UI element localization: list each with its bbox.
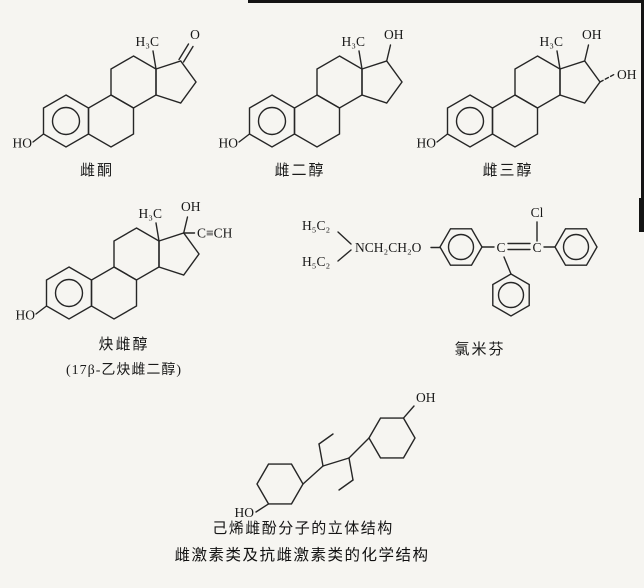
aromatic-circle: [497, 281, 525, 309]
phenol-label: HO: [219, 136, 239, 151]
hydroxyl-16-stereo-bond: [599, 73, 615, 83]
phenol-label: HO: [13, 136, 33, 151]
estradiol-skeleton: [238, 44, 403, 148]
methyl-label: H₃C: [136, 34, 159, 49]
lower-phenyl-bond: [503, 256, 512, 275]
ethinylestradiol-structure: H₃C OH C≡CH HO: [16, 199, 233, 323]
phenol-label: HO: [417, 136, 437, 151]
ethinylestradiol-skeleton: [35, 216, 200, 320]
phenol-bond: [35, 305, 48, 315]
upper-benzene-ring: [368, 417, 416, 459]
benzene-ring-a: [248, 94, 296, 148]
ring-c: [110, 55, 157, 109]
ring-d: [559, 60, 601, 104]
hydroxyl-17-label: OH: [582, 27, 602, 42]
hydroxyl-17-label: OH: [181, 199, 201, 214]
ethyl-upper-label: H₅C₂: [302, 218, 330, 233]
hydroxyl-17-bond: [182, 216, 189, 234]
scan-edge-right: [641, 0, 644, 232]
ring-b: [90, 266, 138, 320]
aromatic-circle: [562, 233, 590, 261]
des-caption: 己烯雌酚分子的立体结构: [212, 521, 394, 537]
benzene-ring-a: [45, 266, 93, 320]
chlorine-label: Cl: [531, 205, 544, 220]
aromatic-circle: [447, 233, 475, 261]
benzene-ring-a: [446, 94, 494, 148]
ketone-double-bond-2: [182, 45, 194, 63]
clomiphene-bonds: [337, 221, 598, 317]
methyl-label: H₃C: [540, 34, 563, 49]
hydroxyl-label: OH: [416, 390, 436, 405]
ring-d: [158, 232, 200, 276]
ethinylestradiol-name-label: 炔雌醇: [98, 337, 150, 353]
diethylstilbestrol-structure: HO OH: [235, 390, 436, 520]
lower-benzene-ring: [492, 273, 530, 317]
ethynyl-label: C≡CH: [197, 226, 233, 241]
ring-b: [293, 94, 341, 148]
ethyl-lower-label: H₅C₂: [302, 254, 330, 269]
ring-b: [491, 94, 539, 148]
right-benzene-ring: [554, 228, 598, 266]
ring-c1-bond: [302, 465, 324, 485]
phenol-bond: [32, 133, 45, 143]
phenol-bond: [255, 503, 270, 513]
estriol-structure: H₃C OH OH HO: [417, 27, 637, 151]
methyl-bond: [556, 50, 561, 70]
methyl-bond: [155, 222, 160, 242]
estrone-name-label: 雌酮: [79, 163, 114, 179]
aromatic-circle: [257, 106, 287, 136]
ring-c: [514, 55, 561, 109]
estriol-name-label: 雌三醇: [482, 163, 534, 179]
ethyl-upper-bond: [337, 231, 352, 245]
estradiol-name-label: 雌二醇: [274, 163, 326, 179]
ethyl-lower-bond: [337, 249, 352, 262]
ethyl-down-bond-1: [348, 457, 354, 481]
aromatic-circle: [54, 278, 84, 308]
ketone-oxygen-label: O: [190, 27, 200, 42]
vinyl-carbon-left-label: C: [496, 240, 505, 255]
ring-b: [87, 94, 135, 148]
ring-d: [155, 60, 197, 104]
estradiol-structure: H₃C OH HO: [219, 27, 404, 151]
ketone-double-bond-1: [178, 43, 190, 61]
figure-caption: 雌激素类及抗雌激素类的化学结构: [174, 547, 430, 564]
central-cc-bond: [322, 457, 350, 467]
methyl-label: H₃C: [342, 34, 365, 49]
ethyl-up-bond-1: [318, 443, 324, 467]
ring-d: [361, 60, 403, 104]
hydroxyl-bond: [402, 405, 415, 419]
aminoether-chain-label: NCH₂CH₂O: [355, 240, 422, 255]
des-bonds: [255, 405, 416, 513]
ethyl-up-bond-2: [318, 433, 334, 445]
hydroxyl-17-bond: [583, 44, 590, 62]
hydroxyl-16-label: OH: [617, 67, 637, 82]
c2-ring-bond: [348, 437, 370, 459]
hydroxyl-17-bond: [385, 44, 392, 62]
estrone-structure: H₃C O HO: [13, 27, 201, 151]
scan-edge-top: [248, 0, 644, 3]
scan-edge-right-blot: [639, 198, 644, 232]
phenol-bond: [238, 133, 251, 143]
estriol-skeleton: [436, 44, 615, 148]
methyl-label: H₃C: [139, 206, 162, 221]
hydroxyl-17-label: OH: [384, 27, 404, 42]
estrone-skeleton: [32, 43, 197, 148]
ethyl-down-bond-2: [338, 479, 354, 491]
aromatic-circle: [455, 106, 485, 136]
clomiphene-structure: H₅C₂ H₅C₂ NCH₂CH₂O C C Cl: [302, 205, 598, 317]
phenol-label: HO: [235, 505, 255, 520]
lower-benzene-ring: [256, 463, 304, 505]
clomiphene-name-label: 氯米芬: [454, 342, 506, 358]
vinyl-carbon-right-label: C: [532, 240, 541, 255]
ring-c: [113, 227, 160, 281]
ring-c: [316, 55, 363, 109]
methyl-bond: [152, 50, 157, 70]
aromatic-circle: [51, 106, 81, 136]
methyl-bond: [358, 50, 363, 70]
phenol-bond: [436, 133, 449, 143]
phenol-label: HO: [16, 308, 36, 323]
benzene-ring-a: [42, 94, 90, 148]
ethinylestradiol-alt-name-label: (17β-乙炔雌二醇): [65, 363, 183, 378]
